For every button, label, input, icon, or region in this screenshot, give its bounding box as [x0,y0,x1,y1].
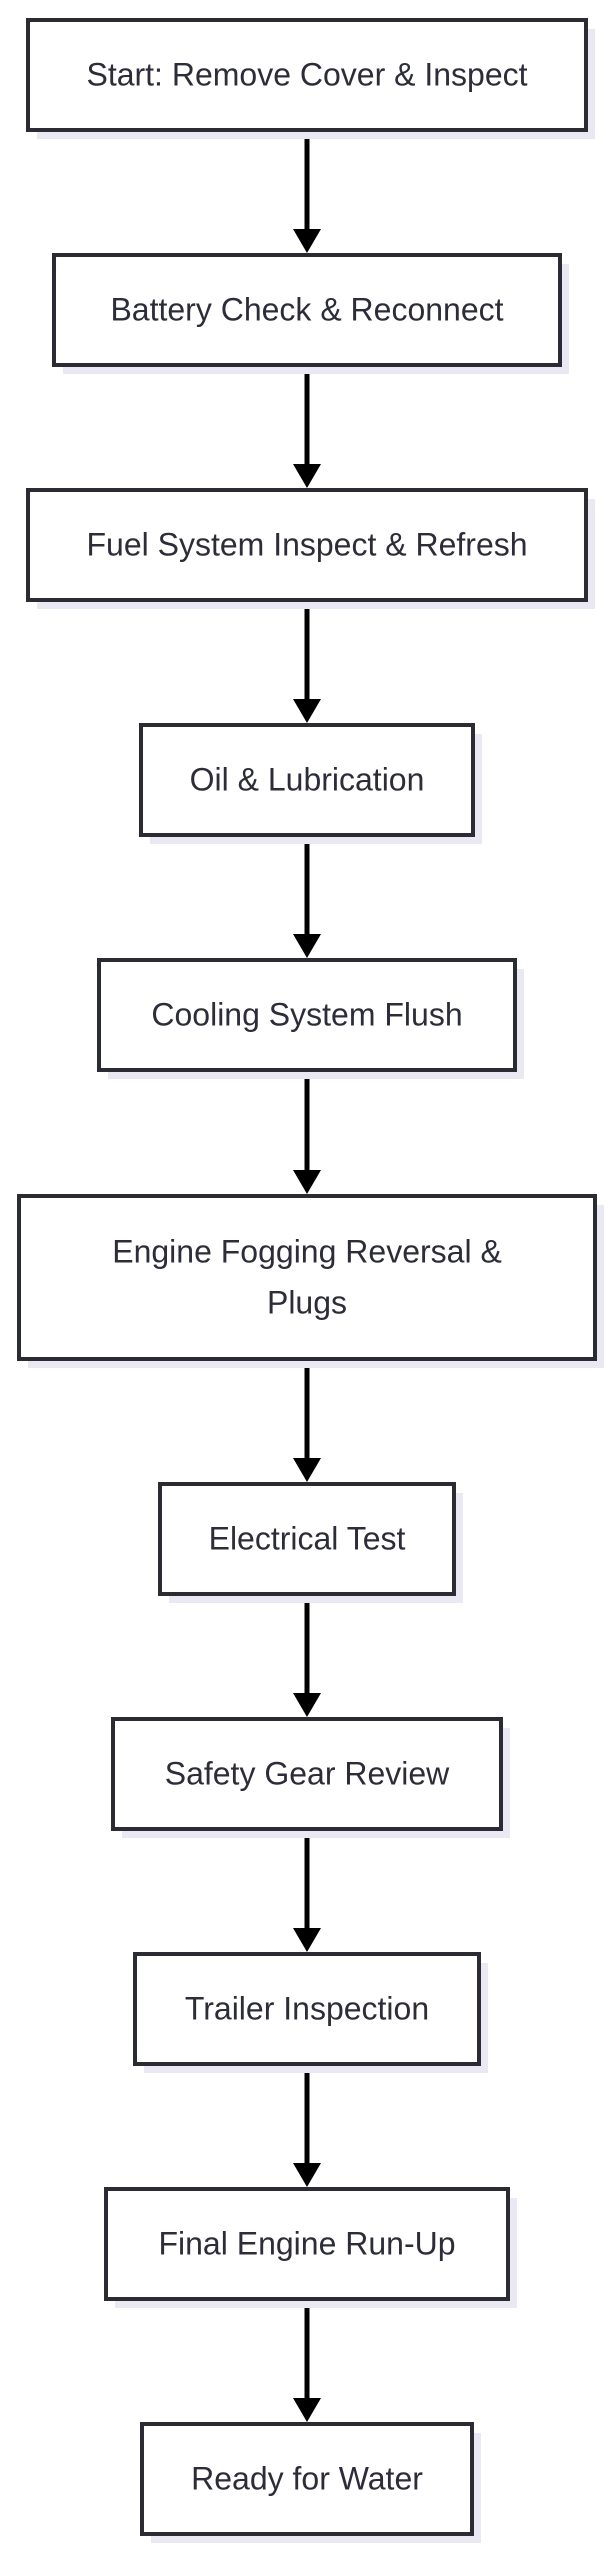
node-box [26,18,588,132]
node-label: Oil & Lubrication [190,761,425,797]
arrow-down-icon [293,2398,321,2422]
edge-start-to-battery [293,132,321,253]
flow-node-oil: Oil & Lubrication [139,723,482,844]
node-label: Ready for Water [191,2460,423,2496]
edge-cooling-to-fogging [293,1072,321,1194]
node-label: Battery Check & Reconnect [110,291,503,327]
edge-trailer-to-runup [293,2066,321,2187]
arrow-down-icon [293,464,321,488]
node-label: Safety Gear Review [165,1755,450,1791]
edge-safety-to-trailer [293,1831,321,1952]
node-label: Electrical Test [209,1520,406,1556]
node-box [140,2422,474,2536]
node-box [52,253,562,367]
node-box [158,1482,456,1596]
arrow-down-icon [293,699,321,723]
node-label: Final Engine Run-Up [158,2225,455,2261]
flow-node-electrical: Electrical Test [158,1482,463,1603]
edge-battery-to-fuel [293,367,321,488]
flow-node-cooling: Cooling System Flush [97,958,524,1079]
node-label: Cooling System Flush [151,996,462,1032]
node-label: Trailer Inspection [185,1990,429,2026]
node-label: Fuel System Inspect & Refresh [86,526,527,562]
edge-oil-to-cooling [293,837,321,958]
node-box [17,1194,597,1361]
arrow-down-icon [293,1928,321,1952]
node-label: Start: Remove Cover & Inspect [86,56,527,92]
flow-node-fogging: Engine Fogging Reversal & Plugs [17,1194,604,1368]
edge-fogging-to-electrical [293,1361,321,1482]
edge-runup-to-ready [293,2301,321,2422]
edge-electrical-to-safety [293,1596,321,1717]
node-box [97,958,517,1072]
node-box [26,488,588,602]
arrow-down-icon [293,1693,321,1717]
arrow-down-icon [293,1458,321,1482]
arrow-down-icon [293,229,321,253]
node-label: Engine Fogging Reversal & [112,1233,502,1269]
flow-node-safety: Safety Gear Review [111,1717,510,1838]
flow-node-ready: Ready for Water [140,2422,481,2543]
flow-node-runup: Final Engine Run-Up [104,2187,517,2308]
node-box [139,723,475,837]
edges-layer [293,132,321,2422]
flow-node-fuel: Fuel System Inspect & Refresh [26,488,595,609]
node-box [111,1717,503,1831]
arrow-down-icon [293,2163,321,2187]
node-box [133,1952,481,2066]
edge-fuel-to-oil [293,602,321,723]
arrow-down-icon [293,1170,321,1194]
node-box [104,2187,510,2301]
flow-node-start: Start: Remove Cover & Inspect [26,18,595,139]
flow-node-battery: Battery Check & Reconnect [52,253,569,374]
flow-node-trailer: Trailer Inspection [133,1952,488,2073]
node-label: Plugs [267,1284,347,1320]
arrow-down-icon [293,934,321,958]
